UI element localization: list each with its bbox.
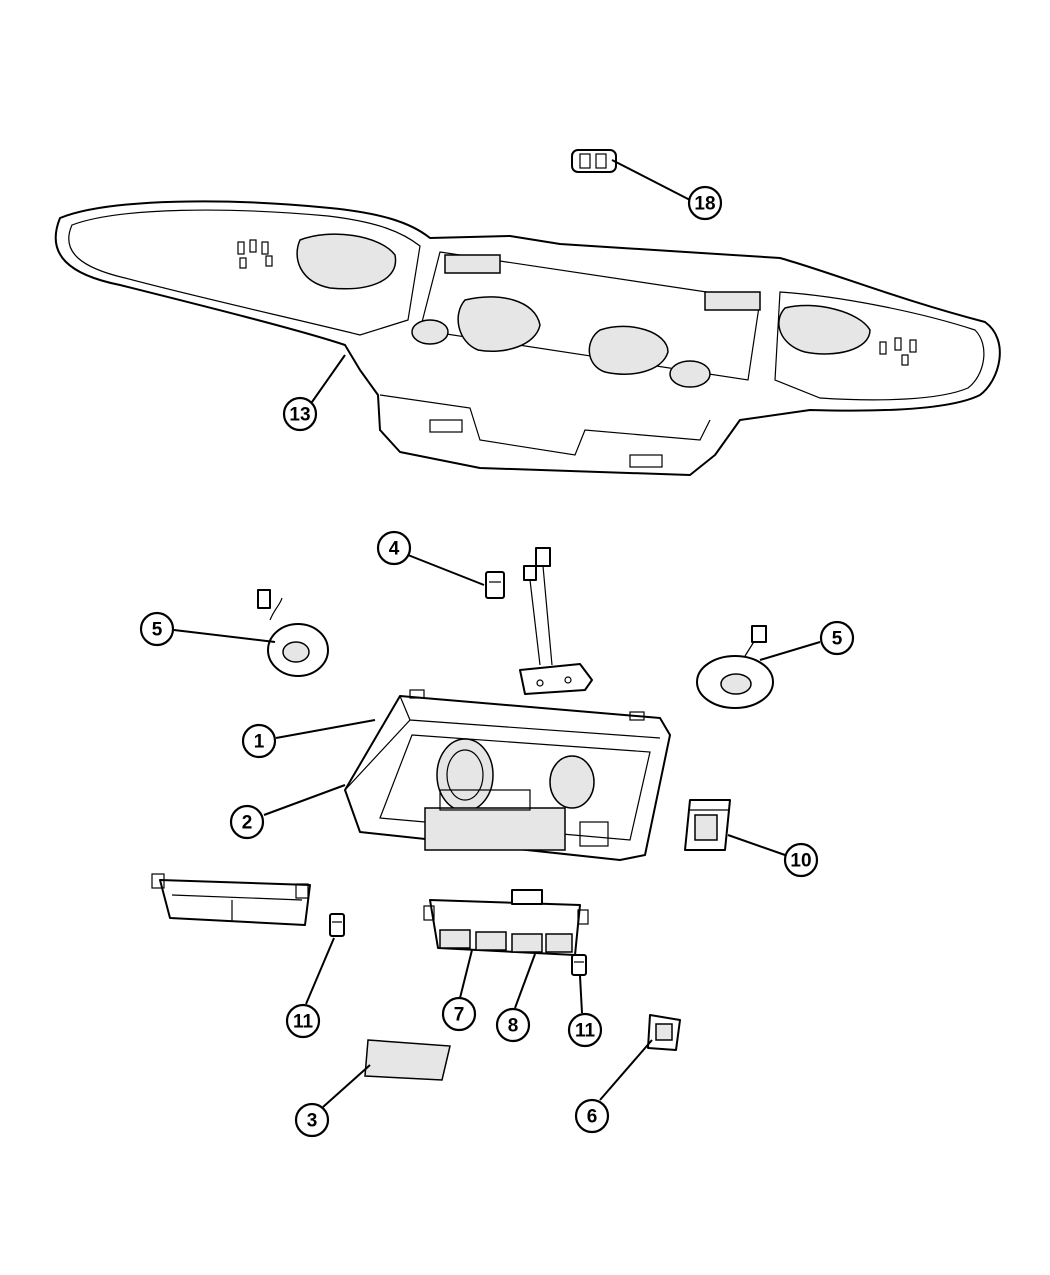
- part-11-clip-right: [571, 954, 587, 976]
- leader-10: [727, 834, 786, 856]
- leader-7: [459, 949, 473, 999]
- callout-7-label: 7: [454, 1005, 465, 1026]
- callout-8-label: 8: [508, 1016, 519, 1037]
- mounting-clips-right: [879, 337, 917, 366]
- callout-13-label: 13: [289, 405, 310, 426]
- leader-5-left: [173, 629, 276, 643]
- callout-18: 18: [687, 185, 723, 221]
- part-1-2-overhead-console: [344, 689, 671, 861]
- callout-18-label: 18: [694, 194, 715, 215]
- leader-13: [311, 354, 346, 403]
- callout-4: 4: [376, 530, 412, 566]
- part-3-lens: [364, 1039, 451, 1081]
- leader-8: [514, 953, 536, 1009]
- callout-3: 3: [294, 1102, 330, 1138]
- callout-1-label: 1: [254, 732, 265, 753]
- leader-3: [322, 1064, 371, 1108]
- part-5-speaker-left: [257, 589, 329, 677]
- callout-6-label: 6: [587, 1107, 598, 1128]
- callout-6: 6: [574, 1098, 610, 1134]
- part-10-switch: [684, 799, 731, 851]
- callout-11-right-label: 11: [575, 1021, 596, 1042]
- leader-11-left: [305, 937, 335, 1005]
- callout-5-left-label: 5: [152, 620, 163, 641]
- callout-2: 2: [229, 804, 265, 840]
- callout-3-label: 3: [307, 1111, 318, 1132]
- callout-5-right: 5: [819, 620, 855, 656]
- part-18-clip: [571, 149, 617, 173]
- mounting-clips-left: [237, 239, 273, 269]
- callout-5-left: 5: [139, 611, 175, 647]
- callout-11-right: 11: [567, 1012, 603, 1048]
- callout-8: 8: [495, 1007, 531, 1043]
- leader-6: [599, 1039, 653, 1101]
- part-11-clip-left: [329, 913, 345, 937]
- callout-13: 13: [282, 396, 318, 432]
- lamp-bezel-module: [151, 873, 311, 926]
- leader-lines: [173, 159, 821, 1108]
- callout-4-label: 4: [389, 539, 400, 560]
- leader-2: [263, 784, 346, 816]
- leader-5-right: [759, 641, 821, 661]
- part-5-speaker-right: [696, 625, 774, 709]
- part-13-console-bracket: [54, 200, 1001, 476]
- callouts: 18 13 4 5 5 1 2 10: [139, 185, 855, 1138]
- part-7-8-switch-bank: [423, 889, 589, 956]
- leader-1: [275, 719, 376, 739]
- wiring-harness-module: [519, 547, 593, 695]
- leader-4: [407, 554, 485, 586]
- part-4-clip: [485, 571, 505, 599]
- callout-11-left: 11: [285, 1003, 321, 1039]
- callout-2-label: 2: [242, 813, 253, 834]
- leader-18: [611, 159, 691, 201]
- leader-11-right: [579, 975, 583, 1014]
- callout-1: 1: [241, 723, 277, 759]
- callout-11-left-label: 11: [293, 1012, 314, 1033]
- callout-5-right-label: 5: [832, 629, 843, 650]
- part-6-sensor: [647, 1014, 681, 1051]
- callout-10-label: 10: [790, 851, 811, 872]
- callout-10: 10: [783, 842, 819, 878]
- callout-7: 7: [441, 996, 477, 1032]
